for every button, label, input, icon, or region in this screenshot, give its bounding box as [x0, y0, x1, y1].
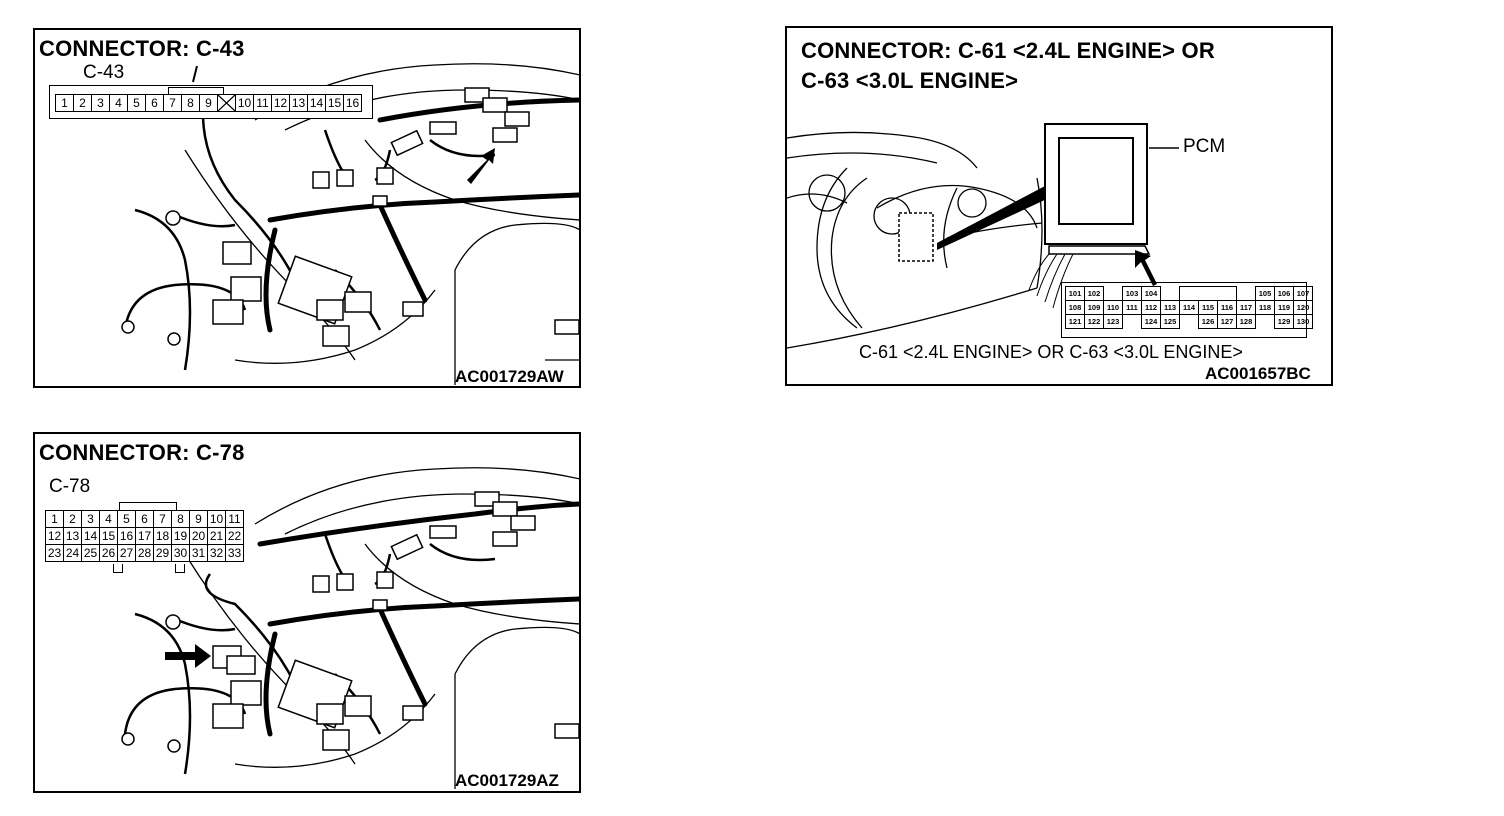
pin-cell: 27 [117, 544, 136, 562]
pin-cell: 4 [109, 94, 128, 112]
pin-cell: 16 [117, 527, 136, 545]
figure-code: AC001657BC [1205, 364, 1311, 383]
pin-cell: 32 [207, 544, 226, 562]
connector-key-top [119, 502, 177, 510]
pin-table: 1 2 3 4 5 6 7 8 9 10 11 12 13 14 15 16 [55, 94, 362, 112]
pin-cell: 128 [1236, 314, 1256, 329]
pin-cell: 17 [135, 527, 154, 545]
connector-label: C-43 [83, 62, 125, 83]
pin-cell: 123 [1103, 314, 1123, 329]
pin-cell: 7 [163, 94, 182, 112]
panel-title: CONNECTOR: C-43 [39, 36, 245, 61]
panel-title: CONNECTOR: C-78 [39, 440, 245, 465]
pin-cell: 125 [1160, 314, 1180, 329]
pin-cell: 14 [81, 527, 100, 545]
pin-cell: 24 [63, 544, 82, 562]
pin-cell: 1 [45, 510, 64, 528]
pin-table: 1 2 3 4 5 6 7 8 9 10 11 12 13 14 15 16 1… [45, 510, 244, 562]
pin-cell: 30 [171, 544, 190, 562]
pin-cell: 8 [181, 94, 200, 112]
pin-cell: 10 [207, 510, 226, 528]
pin-cell: 18 [153, 527, 172, 545]
pin-cell: 13 [289, 94, 308, 112]
pin-cell: 8 [171, 510, 190, 528]
pin-cell: 10 [235, 94, 254, 112]
pin-cell: 5 [127, 94, 146, 112]
pin-cell: 9 [199, 94, 218, 112]
pin-cell: 16 [343, 94, 362, 112]
figure-code: AC001729AW [455, 367, 564, 386]
pin-cell: 2 [63, 510, 82, 528]
pin-cell: 13 [63, 527, 82, 545]
pin-cell: 26 [99, 544, 118, 562]
pin-cell: 2 [73, 94, 92, 112]
connector-c78-panel: CONNECTOR: C-78 C-78 1 2 3 4 5 6 7 8 9 1… [33, 432, 581, 793]
pin-cell: 5 [117, 510, 136, 528]
pin-cell: 9 [189, 510, 208, 528]
connector-latch-right [175, 564, 185, 573]
panel-title-line-2: C-63 <3.0L ENGINE> [801, 68, 1019, 93]
pin-cell: 11 [225, 510, 244, 528]
harness-illustration [121, 63, 579, 385]
pin-cell: 11 [253, 94, 272, 112]
pin-cell: 25 [81, 544, 100, 562]
pin-cell: 20 [189, 527, 208, 545]
pin-cell: 23 [45, 544, 64, 562]
pin-cell: 130 [1293, 314, 1313, 329]
pin-table: 101 102 103 104 105 106 107 108 109 110 … [1065, 286, 1313, 329]
pin-cell: 4 [99, 510, 118, 528]
pin-table-outline [1061, 282, 1307, 338]
pin-cell: 21 [207, 527, 226, 545]
connector-c43-panel: CONNECTOR: C-43 C-43 1 2 3 4 5 6 7 8 9 1… [33, 28, 581, 388]
pin-cell: 3 [81, 510, 100, 528]
pin-cell: 1 [55, 94, 74, 112]
pin-cell: 19 [171, 527, 190, 545]
connector-pcm-panel: CONNECTOR: C-61 <2.4L ENGINE> OR C-63 <3… [785, 26, 1333, 386]
pin-cell: 15 [99, 527, 118, 545]
pin-cell: 28 [135, 544, 154, 562]
harness-illustration [121, 467, 579, 789]
unused-pin-cross [217, 94, 236, 112]
pin-cell: 3 [91, 94, 110, 112]
pin-cell: 6 [145, 94, 164, 112]
pin-cell: 31 [189, 544, 208, 562]
pin-cell: 22 [225, 527, 244, 545]
pin-cell: 6 [135, 510, 154, 528]
figure-code: AC001729AZ [455, 771, 559, 790]
connector-key [168, 87, 224, 94]
pin-cell: 29 [153, 544, 172, 562]
pin-cell: 15 [325, 94, 344, 112]
connector-caption: C-61 <2.4L ENGINE> OR C-63 <3.0L ENGINE> [859, 342, 1243, 362]
pin-cell: 104 [1141, 286, 1161, 301]
panel-title-line-1: CONNECTOR: C-61 <2.4L ENGINE> OR [801, 38, 1215, 63]
connector-label: C-78 [49, 476, 91, 497]
pin-cell: 12 [45, 527, 64, 545]
pin-cell: 12 [271, 94, 290, 112]
connector-latch-left [113, 564, 123, 573]
pin-cell: 7 [153, 510, 172, 528]
pin-cell: 14 [307, 94, 326, 112]
pin-cell: 33 [225, 544, 244, 562]
pcm-label: PCM [1183, 136, 1226, 157]
dashboard-illustration [787, 123, 1179, 349]
